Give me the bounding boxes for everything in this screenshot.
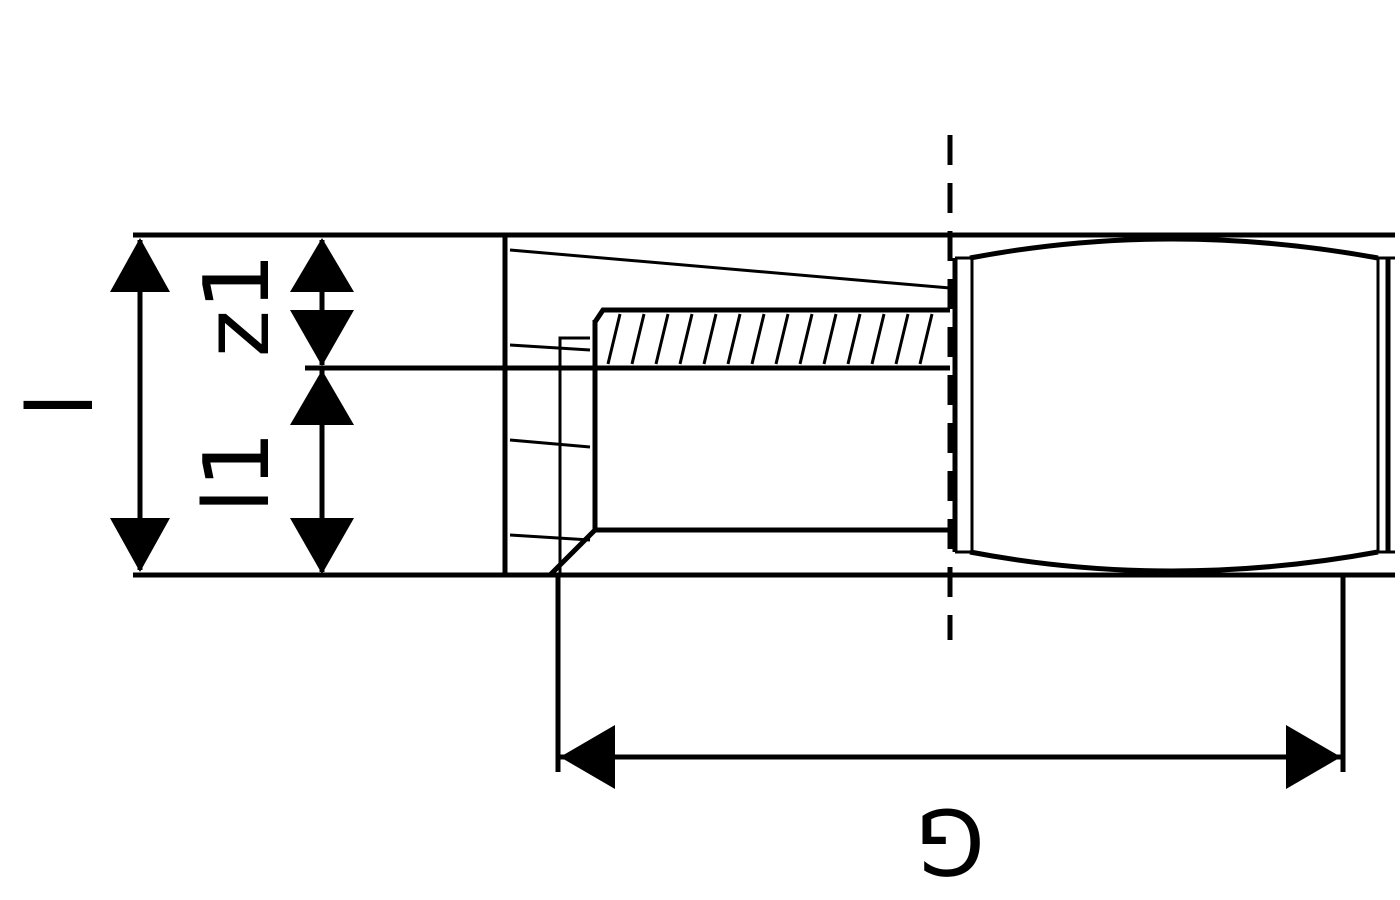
thread-hatch-stroke: [894, 313, 910, 365]
dimension-l1: [290, 370, 354, 574]
thread-hatch-stroke: [630, 313, 646, 365]
dimension-z1: [290, 238, 354, 366]
barrel-part: [952, 236, 1395, 574]
thread-hatch-stroke: [918, 313, 934, 365]
thread-hatch-stroke: [654, 313, 670, 365]
body-outline: [133, 232, 1395, 578]
dimension-g: [555, 575, 1346, 789]
thread-hatch-stroke: [606, 313, 622, 365]
thread-hatch-stroke: [750, 313, 766, 365]
thread-hatch: [606, 313, 934, 365]
thread-hatch-stroke: [846, 313, 862, 365]
thread-hatch-stroke: [798, 313, 814, 365]
label-l: l: [9, 392, 114, 417]
taper-lines: [509, 248, 951, 542]
thread-hatch-stroke: [726, 313, 742, 365]
thread-hatch-stroke: [870, 313, 886, 365]
thread-hatch-stroke: [822, 313, 838, 365]
label-z1: z1: [185, 253, 290, 358]
thread-hatch-stroke: [678, 313, 694, 365]
thread-hatch-stroke: [774, 313, 790, 365]
label-l1: l1: [185, 431, 290, 513]
inner-bore: [548, 307, 950, 577]
dimension-l: [110, 238, 170, 572]
label-g: G: [915, 788, 985, 893]
thread-hatch-stroke: [702, 313, 718, 365]
